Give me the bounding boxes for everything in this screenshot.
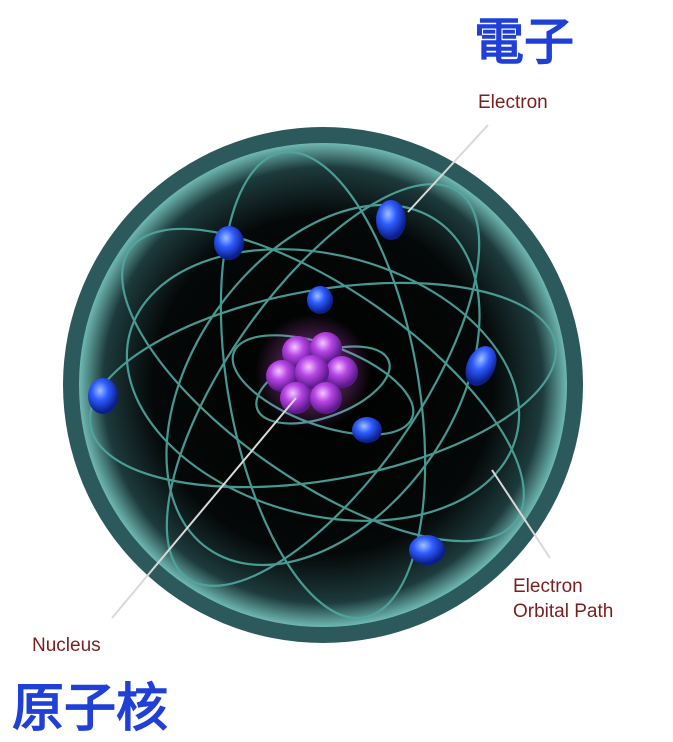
electron — [88, 378, 118, 414]
leader-lines — [111, 124, 551, 619]
electron-label-cjk: 電子 — [474, 13, 574, 71]
orbit-path — [88, 281, 558, 489]
orbit-path — [219, 150, 427, 620]
leader-electron — [407, 124, 489, 213]
orbit-path — [125, 248, 521, 522]
electron — [214, 226, 244, 260]
electron — [409, 535, 445, 565]
electron — [307, 286, 333, 314]
electron — [376, 200, 406, 240]
leader-orbital — [491, 469, 551, 559]
nucleus-label: Nucleus — [32, 635, 101, 656]
nucleus — [255, 314, 371, 430]
nucleon — [326, 356, 358, 388]
orbit-path — [165, 203, 481, 567]
electron-label: Electron — [478, 92, 548, 113]
orbital-path-label: Electron Orbital Path — [513, 576, 614, 622]
orbit-path — [121, 227, 525, 543]
leader-nucleus — [111, 397, 297, 619]
nucleus-label-cjk: 原子核 — [12, 679, 169, 739]
electron — [352, 417, 382, 443]
electron — [465, 346, 497, 386]
electrons — [88, 200, 497, 565]
nucleon — [295, 355, 329, 389]
orbit-path — [165, 183, 481, 587]
nucleon — [310, 382, 342, 414]
nucleon — [310, 332, 342, 364]
